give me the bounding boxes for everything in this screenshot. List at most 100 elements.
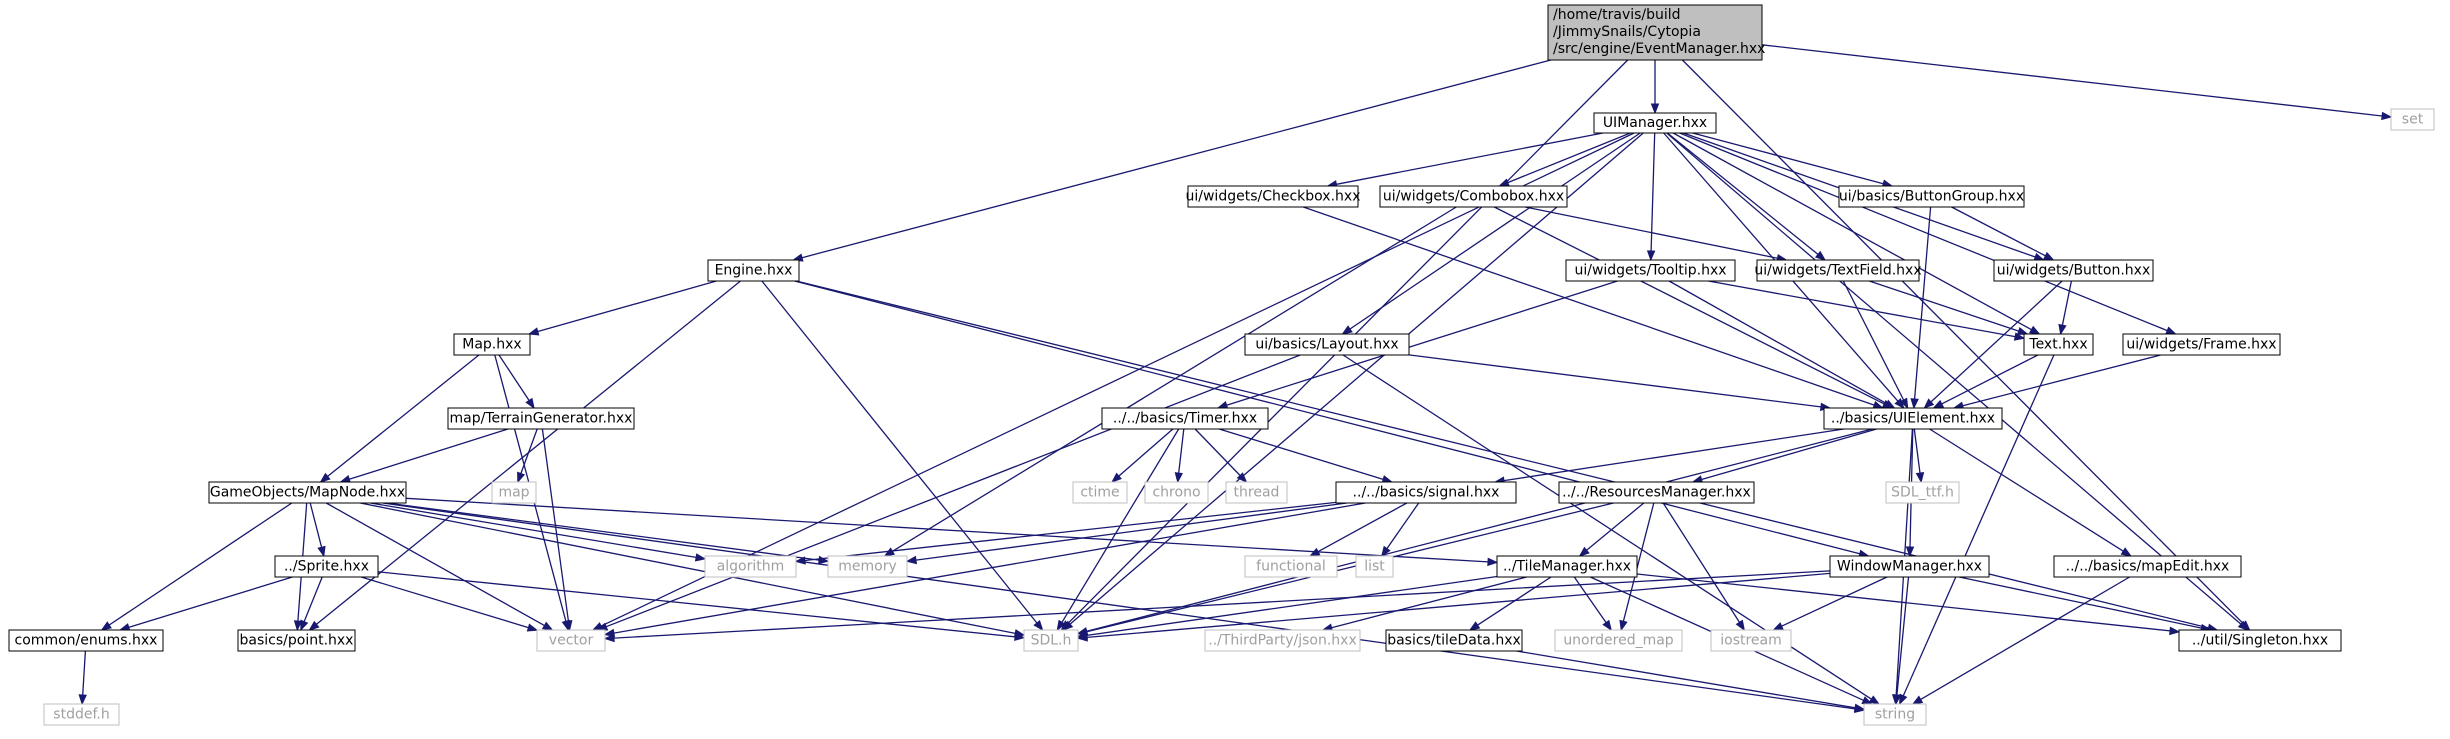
edge-arrowhead [2381, 111, 2393, 121]
node-signal[interactable]: ../../basics/signal.hxx [1335, 481, 1517, 504]
node-label: memory [838, 559, 897, 575]
edge-arrowhead [1174, 472, 1183, 484]
dependency-edge [1672, 132, 2041, 335]
node-label: ui/basics/Layout.hxx [1255, 337, 1398, 353]
edge-arrowhead [1236, 472, 1248, 483]
node-label: basics/tileData.hxx [1387, 633, 1521, 649]
node-sdlh: SDL.h [1023, 629, 1079, 652]
edge-line [915, 502, 1347, 561]
node-label: Map.hxx [462, 337, 521, 353]
node-root[interactable]: /home/travis/build/JimmySnails/Cytopia/s… [1547, 4, 1765, 61]
node-frame[interactable]: ui/widgets/Frame.hxx [2122, 333, 2281, 356]
dependency-edge [883, 206, 1457, 557]
dependency-edge [1910, 206, 1932, 410]
node-button[interactable]: ui/widgets/Button.hxx [1993, 259, 2154, 282]
dependency-edge [1869, 280, 2029, 336]
edge-line [537, 280, 717, 333]
dependency-edge [791, 59, 1551, 262]
node-textfield[interactable]: ui/widgets/TextField.hxx [1754, 259, 1922, 282]
edge-line [1636, 573, 2171, 632]
edge-line [1781, 576, 1888, 627]
node-windowmgr[interactable]: WindowManager.hxx [1829, 555, 1990, 578]
edge-line [349, 428, 509, 480]
edge-line [1902, 354, 2055, 697]
edge-arrowhead [1056, 619, 1066, 632]
node-layer: /home/travis/build/JimmySnails/Cytopia/s… [8, 4, 2435, 726]
node-set: set [2390, 108, 2435, 131]
node-tooltip[interactable]: ui/widgets/Tooltip.hxx [1565, 259, 1736, 282]
node-box [1710, 629, 1792, 652]
node-point[interactable]: basics/point.hxx [237, 629, 356, 652]
edge-arrowhead [1619, 619, 1628, 632]
node-combobox[interactable]: ui/widgets/Combobox.hxx [1379, 185, 1568, 208]
dependency-edge [1516, 650, 1866, 712]
edge-line [1086, 428, 1873, 632]
node-uielement[interactable]: ../basics/UIElement.hxx [1823, 407, 2003, 430]
node-mapedit[interactable]: ../../basics/mapEdit.hxx [2053, 555, 2242, 578]
node-vector: vector [536, 629, 606, 652]
edge-line [794, 280, 1860, 555]
node-text[interactable]: Text.hxx [2023, 333, 2094, 356]
edge-arrowhead [317, 545, 326, 558]
node-map[interactable]: Map.hxx [453, 333, 531, 356]
dependency-edge [382, 502, 1866, 714]
node-tiledata[interactable]: basics/tileData.hxx [1385, 629, 1523, 652]
node-label: ../basics/UIElement.hxx [1831, 411, 1995, 427]
node-mapnode[interactable]: GameObjects/MapNode.hxx [208, 481, 407, 504]
dependency-edge [309, 502, 326, 558]
node-box [1335, 481, 1517, 504]
edge-arrowhead [319, 472, 331, 483]
dependency-edge [1761, 44, 2393, 121]
node-timer[interactable]: ../../basics/Timer.hxx [1101, 407, 1269, 430]
dependency-edge [1216, 280, 1618, 410]
node-stddef: stddef.h [43, 703, 120, 726]
node-label: UIManager.hxx [1603, 115, 1707, 131]
edge-line [1668, 280, 1887, 405]
node-string: string [1863, 703, 1927, 726]
edge-line [1336, 132, 1604, 185]
edge-line [1951, 206, 2046, 257]
edge-arrowhead [1033, 619, 1044, 632]
dependency-edge [1636, 573, 2181, 636]
node-label: SDL.h [1031, 633, 1072, 649]
node-buttongroup[interactable]: ui/basics/ButtonGroup.hxx [1838, 185, 2025, 208]
node-checkbox[interactable]: ui/widgets/Checkbox.hxx [1186, 185, 1361, 208]
dependency-edge [1923, 280, 2063, 409]
edge-arrowhead [2013, 332, 2026, 341]
node-label: ../ThirdParty/json.hxx [1208, 633, 1356, 649]
node-layout[interactable]: ui/basics/Layout.hxx [1244, 333, 1410, 356]
node-sprite[interactable]: ../Sprite.hxx [274, 555, 379, 578]
edge-line [1331, 576, 1527, 629]
edge-line [1929, 428, 2124, 552]
node-tilemgr[interactable]: ../TileManager.hxx [1496, 555, 1638, 578]
edge-arrowhead [300, 619, 309, 632]
node-label: ui/widgets/Checkbox.hxx [1186, 189, 1361, 205]
dependency-edge [1321, 576, 1527, 632]
node-label: vector [549, 633, 594, 649]
node-box [1863, 703, 1927, 726]
dependency-edge [1666, 132, 1827, 261]
node-label: GameObjects/MapNode.hxx [210, 485, 405, 501]
node-terraingen[interactable]: map/TerrainGenerator.hxx [447, 407, 635, 430]
dependency-edge [1650, 60, 1660, 115]
node-box [1993, 259, 2154, 282]
node-uimanager[interactable]: UIManager.hxx [1593, 112, 1717, 134]
node-label: ../TileManager.hxx [1503, 559, 1631, 575]
dependency-edge [361, 576, 539, 632]
node-box [2023, 333, 2094, 356]
node-singleton[interactable]: ../util/Singleton.hxx [2178, 629, 2342, 652]
dependency-edge [1646, 132, 1656, 262]
dependency-edge [1493, 428, 1844, 485]
node-resmgr[interactable]: ../../ResourcesManager.hxx [1558, 481, 1755, 504]
edge-line [1303, 206, 1875, 406]
node-enums[interactable]: common/enums.hxx [8, 629, 164, 652]
edge-arrowhead [2016, 326, 2029, 336]
dependency-edge [1303, 206, 1884, 409]
edge-line [309, 502, 323, 548]
dependency-edge [1381, 502, 1420, 558]
edge-arrowhead [541, 621, 554, 631]
dependency-edge [1578, 502, 1645, 557]
dependency-edge [603, 502, 1366, 638]
node-engine[interactable]: Engine.hxx [707, 259, 800, 282]
edge-arrowhead [2029, 325, 2041, 335]
